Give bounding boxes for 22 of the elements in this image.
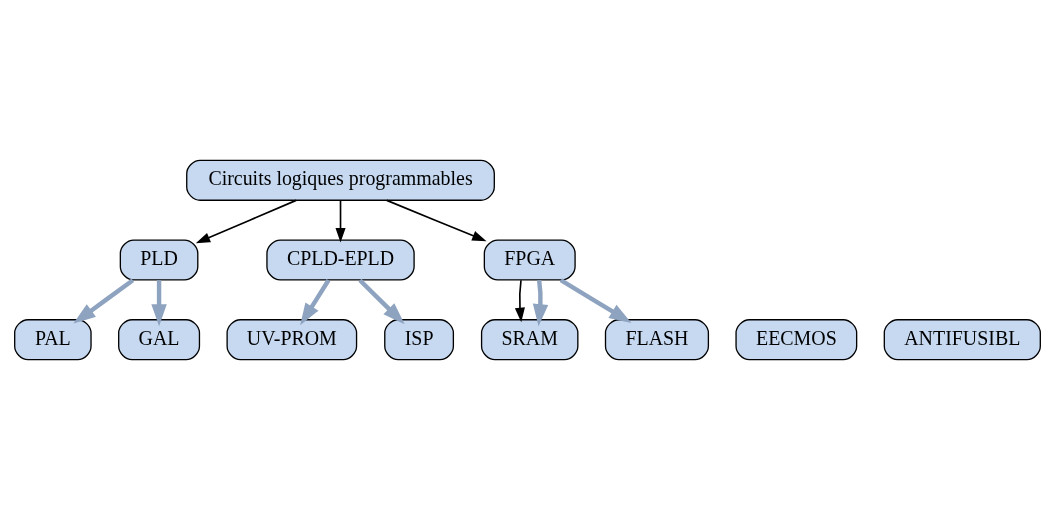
node-box: Circuits logiques programmables [186,159,495,201]
node-box: GAL [118,319,201,361]
arrow [559,278,632,323]
node-box: ANTIFUSIBL [883,319,1041,361]
node-box: PAL [14,319,92,361]
node-box: PLD [119,239,199,281]
arrow [151,280,167,327]
arrow [532,279,549,327]
arrow [195,199,297,244]
node-box: FLASH [604,319,710,361]
arrow [385,199,487,242]
node-box: UV-PROM [226,319,358,361]
node-box: SRAM [480,319,579,361]
node-box: ISP [384,319,455,361]
arrow [514,279,525,323]
arrow [73,278,135,324]
arrow [335,199,346,243]
node-box: FPGA [483,239,576,281]
node-box: EECMOS [735,319,858,361]
node-box: CPLD-EPLD [266,239,415,281]
arrow [358,278,405,325]
arrow [300,279,331,326]
